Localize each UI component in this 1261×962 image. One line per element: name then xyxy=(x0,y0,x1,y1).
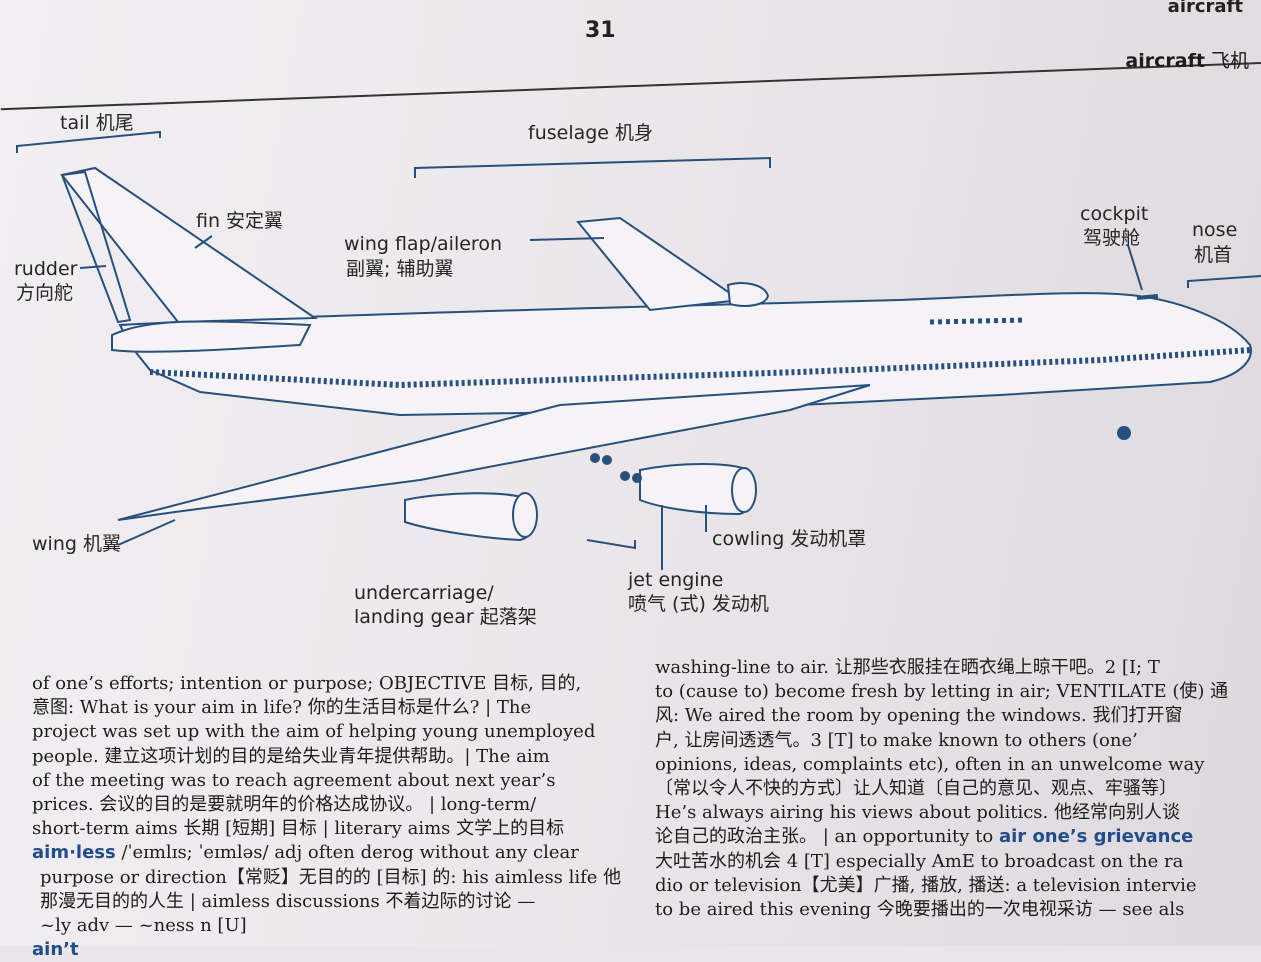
label-cowling: cowling 发动机罩 xyxy=(712,528,867,550)
text-line: 户, 让房间透透气。3 [T] to make known to others … xyxy=(655,729,1138,751)
headword-aimless: aim·less xyxy=(32,842,116,864)
text-line-grievance: 论自己的政治主张。 | an opportunity to air one’s … xyxy=(655,825,1228,849)
text-line: 那漫无目的的人生 | aimless discussions 不着边际的讨论 — xyxy=(40,890,536,912)
airplane-illustration xyxy=(16,130,1261,570)
cockpit-windows xyxy=(1136,294,1159,300)
text-line: short-term aims 长期 [短期] 目标 | literary ai… xyxy=(32,818,565,840)
label-rudder: rudder xyxy=(14,258,78,280)
label-nose: nose xyxy=(1192,219,1238,241)
headword-aint: ain’t xyxy=(32,939,79,961)
wing-shape xyxy=(117,384,871,521)
entry-gloss: 飞机 xyxy=(1210,50,1249,72)
text-line: purpose or direction【常贬】无目的的 [目标] 的: his… xyxy=(40,866,622,888)
stabilizer-shape xyxy=(111,320,312,353)
text-line: 意图: What is your aim in life? 你的生活目标是什么?… xyxy=(32,697,532,719)
fin-shape xyxy=(60,166,319,324)
label-nose-cn: 机首 xyxy=(1194,244,1233,266)
entry-aimless: aim·less /ˈeɪmlɪs; ˈeɪmləs/ adj often de… xyxy=(32,841,621,865)
label-landing-gear: landing gear 起落架 xyxy=(354,606,537,628)
wing-leader xyxy=(117,519,176,546)
label-jet-engine-cn: 喷气 (式) 发动机 xyxy=(628,593,769,615)
label-tail: tail 机尾 xyxy=(60,112,134,134)
nose-bracket xyxy=(1187,275,1261,288)
label-wing-flap: wing flap/aileron xyxy=(344,233,502,255)
rudder-leader xyxy=(79,265,107,269)
cockpit-leader xyxy=(1127,244,1143,291)
fuselage-bracket xyxy=(414,156,771,178)
rudder-shape xyxy=(60,170,132,324)
text-line: of one’s efforts; intention or purpose; … xyxy=(32,673,582,694)
text-line: to (cause to) become fresh by letting in… xyxy=(655,681,1229,703)
left-column: of one’s efforts; intention or purpose; … xyxy=(32,672,621,962)
text-line: 风: We aired the room by opening the wind… xyxy=(655,705,1183,727)
label-undercarriage: undercarriage/ xyxy=(354,582,494,604)
text-fragment: 论自己的政治主张。 | an opportunity to xyxy=(655,826,994,848)
text-line: ~ly adv — ~ness n [U] xyxy=(40,915,247,937)
text-line: He’s always airing his views about polit… xyxy=(655,802,1180,824)
label-cockpit: cockpit xyxy=(1080,203,1149,225)
tail-bracket xyxy=(16,130,161,153)
text-line: 〔常以令人不快的方式〕让人知道〔自己的意见、观点、牢骚等〕 xyxy=(655,778,1177,800)
label-wing: wing 机翼 xyxy=(32,533,121,555)
label-fin: fin 安定翼 xyxy=(196,210,284,232)
landing-gear-marks xyxy=(590,426,1131,483)
label-jet-engine: jet engine xyxy=(628,569,724,591)
label-wing-flap-cn: 副翼; 辅助翼 xyxy=(346,258,454,280)
entry-heading: aircraft 飞机 xyxy=(1125,46,1249,73)
label-rudder-cn: 方向舵 xyxy=(16,282,74,304)
text-line: dio or television【尤美】广播, 播放, 播送: a telev… xyxy=(655,874,1197,896)
far-wing-shape xyxy=(576,216,743,312)
cheatline xyxy=(149,347,1251,389)
label-cockpit-cn: 驾驶舱 xyxy=(1083,227,1141,249)
far-engine-shape xyxy=(726,282,770,307)
text-line: opinions, ideas, complaints etc), often … xyxy=(655,753,1205,775)
flap-leader xyxy=(529,237,605,241)
text-line: to be aired this evening 今晚要播出的一次电视采访 — … xyxy=(655,899,1185,921)
aimless-pron: /ˈeɪmlɪs; ˈeɪmləs/ adj often derog witho… xyxy=(115,842,579,864)
text-line: washing-line to air. 让那些衣服挂在晒衣绳上晾干吧。2 [I… xyxy=(655,657,1160,678)
fin-leader xyxy=(194,235,213,249)
undercarriage-bracket xyxy=(586,539,636,550)
text-line: project was set up with the aim of helpi… xyxy=(32,721,596,743)
text-line: people. 建立这项计划的目的是给失业青年提供帮助。| The aim xyxy=(32,745,550,767)
entry-headword: aircraft xyxy=(1125,50,1205,72)
right-column: washing-line to air. 让那些衣服挂在晒衣绳上晾干吧。2 [I… xyxy=(655,656,1228,922)
running-head: aircraft xyxy=(1167,0,1243,17)
text-line: 大吐苦水的机会 4 [T] especially AmE to broadcas… xyxy=(655,850,1184,872)
page-number: 31 xyxy=(585,18,616,43)
text-line: prices. 会议的目的是要就明年的价格达成协议。 | long-term/ xyxy=(32,794,537,816)
phrase-air-grievance: air one’s grievance xyxy=(998,826,1194,848)
text-line: of the meeting was to reach agreement ab… xyxy=(32,769,556,791)
label-fuselage: fuselage 机身 xyxy=(528,122,654,144)
